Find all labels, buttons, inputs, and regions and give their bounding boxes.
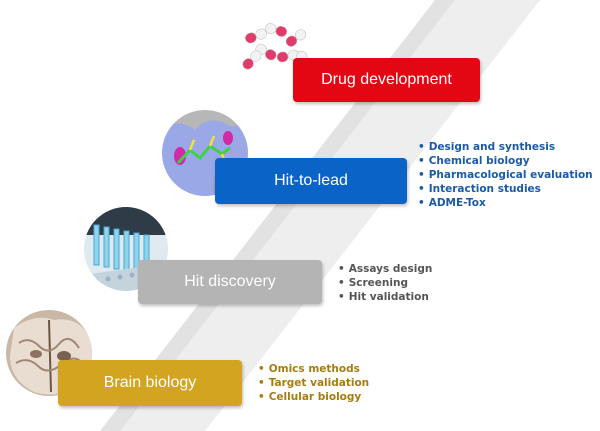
stage-drug-development: Drug development [293,58,480,102]
pills-image [242,23,316,70]
bullet-item: Hit validation [338,290,432,304]
stage-hit-discovery: Hit discovery [138,260,322,304]
bullet-item: ADME-Tox [418,196,593,210]
bullet-item: Omics methods [258,362,369,376]
stage-label: Hit discovery [184,273,276,290]
bullet-item: Screening [338,276,432,290]
bullet-item: Pharmacological evaluation [418,168,593,182]
bullet-item: Assays design [338,262,433,276]
stage-label: Drug development [321,71,452,88]
microplate-image [82,205,170,293]
stage-label: Hit-to-lead [274,172,348,189]
stage-brain-biology: Brain biology [58,360,242,406]
stage-label: Brain biology [103,374,197,391]
brain-biology-bullets: Omics methods Target validation Cellular… [258,362,369,404]
bullet-item: Design and synthesis [418,140,593,154]
bullet-item: Target validation [258,376,369,390]
hit-to-lead-bullets: Design and synthesis Chemical biology Ph… [418,140,593,210]
stage-hit-to-lead: Hit-to-lead [215,158,407,204]
bullet-item: Cellular biology [258,390,369,404]
hit-discovery-bullets: Assays design Screening Hit validation [338,262,433,304]
bullet-item: Interaction studies [418,182,593,196]
bullet-item: Chemical biology [418,154,593,168]
